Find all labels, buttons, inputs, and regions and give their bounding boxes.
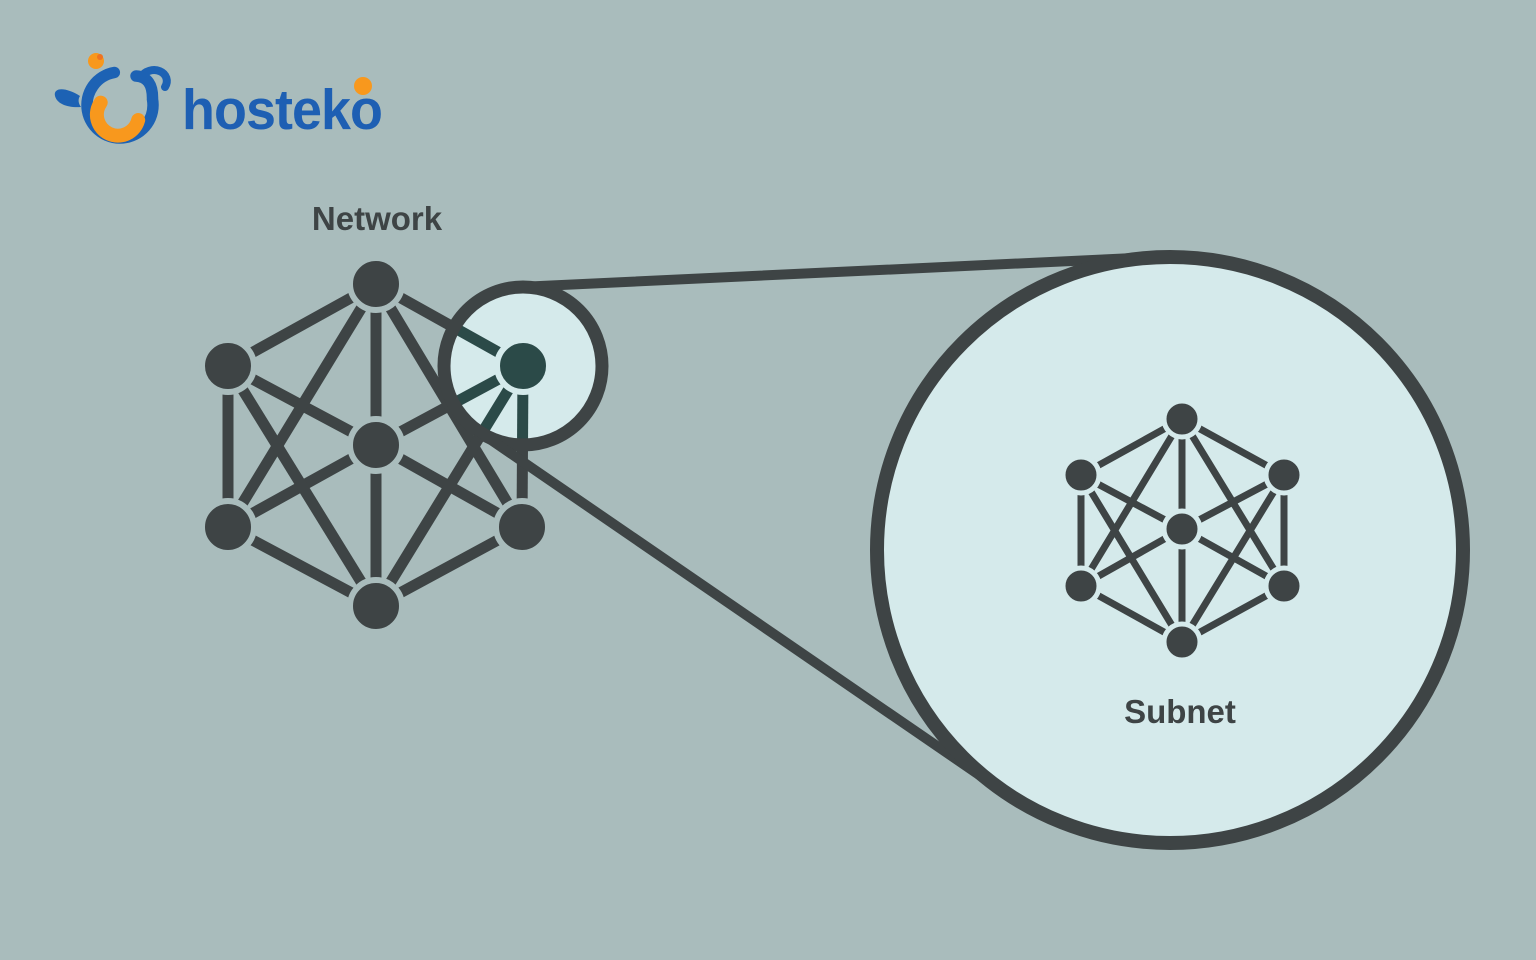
network-edge: [223, 363, 381, 609]
network-node-lower-right: [493, 498, 551, 556]
network-edge: [223, 281, 381, 530]
zoom-tangent-bottom: [473, 426, 1009, 797]
zoom-tangent-top: [514, 252, 1161, 292]
magnifier-lens: [437, 252, 1161, 797]
subnet-node-upper-left: [1060, 454, 1102, 496]
subnet-edge: [1179, 473, 1287, 644]
logo-teapot-handle: [137, 66, 171, 91]
network-graph: [199, 255, 551, 635]
network-node-upper-left: [199, 337, 257, 395]
network-node-top: [347, 255, 405, 313]
subnet-edge: [1078, 473, 1185, 644]
subnet-node-center: [1161, 508, 1203, 550]
logo-teapot-spout: [54, 89, 81, 108]
subnet-node-lower-left: [1060, 565, 1102, 607]
network-node-lower-left: [199, 498, 257, 556]
subnet-node-lower-right: [1263, 565, 1305, 607]
hosteko-logo: hosteko: [54, 53, 383, 144]
subnet-circle: [870, 250, 1470, 850]
highlighted-node-upper-right: [494, 337, 552, 395]
logo-wordmark: hosteko: [182, 78, 382, 142]
network-node-bottom: [347, 577, 405, 635]
logo-wordmark-dot: [354, 77, 372, 95]
network-node-center: [347, 416, 405, 474]
subnet-edge: [1179, 417, 1287, 588]
logo-teapot-knob-shade: [97, 54, 103, 60]
subnet-node-top: [1161, 398, 1203, 440]
subnet-edge: [1078, 417, 1185, 588]
highlighted-edge: [449, 363, 528, 440]
subnet-label: Subnet: [1124, 693, 1236, 730]
subnet-node-upper-right: [1263, 454, 1305, 496]
subnet-node-bottom: [1161, 621, 1203, 663]
logo-teapot-inner-swirl: [89, 95, 146, 143]
subnet-circle-group: [870, 250, 1470, 850]
network-label: Network: [312, 200, 443, 237]
